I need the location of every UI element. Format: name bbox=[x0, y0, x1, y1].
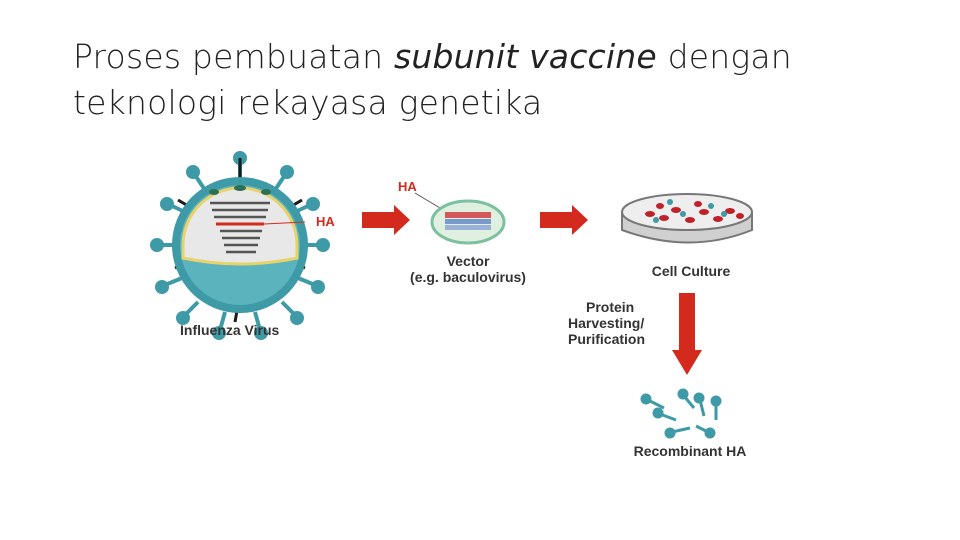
culture-label: Cell Culture bbox=[652, 263, 731, 279]
process-label-1: Protein bbox=[586, 299, 634, 315]
process-label-3: Purification bbox=[568, 331, 645, 347]
title-line2: teknologi rekayasa genetika bbox=[73, 83, 543, 122]
slide-title: Proses pembuatan subunit vaccine dengan … bbox=[73, 34, 792, 126]
title-part2: dengan bbox=[656, 37, 792, 76]
ha-label-virus: HA bbox=[316, 214, 335, 229]
recombinant-ha-icon bbox=[640, 388, 722, 439]
arrow-right-icon bbox=[540, 205, 588, 235]
vector-label-2: (e.g. baculovirus) bbox=[410, 269, 526, 285]
title-part1: Proses pembuatan bbox=[73, 37, 394, 76]
petri-dish-icon bbox=[621, 193, 753, 244]
baculovirus-vector-icon bbox=[430, 199, 506, 245]
ha-label-vector: HA bbox=[398, 179, 417, 194]
vector-label-1: Vector bbox=[447, 253, 490, 269]
product-label: Recombinant HA bbox=[634, 443, 747, 459]
influenza-virus-icon bbox=[150, 151, 330, 340]
arrow-down-icon bbox=[672, 293, 702, 375]
arrow-right-icon bbox=[362, 205, 410, 235]
process-label-2: Harvesting/ bbox=[568, 315, 644, 331]
title-italic: subunit vaccine bbox=[393, 37, 657, 76]
virus-label: Influenza Virus bbox=[180, 322, 280, 338]
